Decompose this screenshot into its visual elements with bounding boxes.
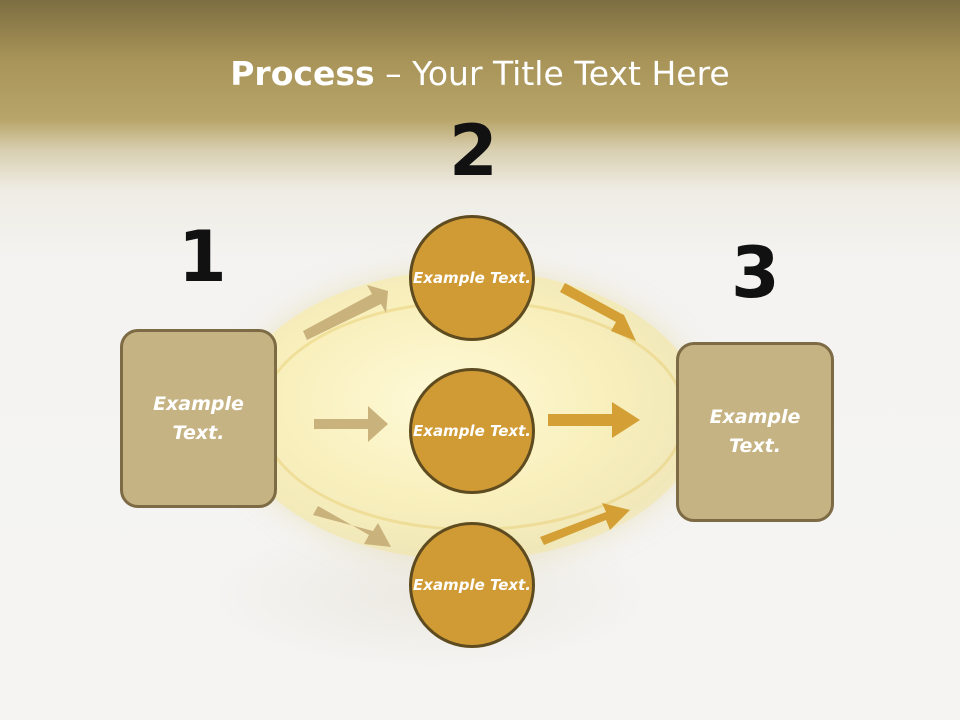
step-number-2: 2: [449, 110, 498, 192]
step-2-circle-bottom-text: Example Text.: [413, 575, 531, 594]
title-bold: Process: [230, 54, 375, 93]
slide-title: Process – Your Title Text Here: [0, 52, 960, 96]
step-2-circle-top[interactable]: Example Text.: [409, 215, 535, 341]
step-2-circle-bottom[interactable]: Example Text.: [409, 522, 535, 648]
arrow-bottom-to-3: [540, 503, 630, 545]
step-1-box[interactable]: Example Text.: [120, 329, 277, 508]
step-number-1: 1: [178, 216, 227, 298]
title-rest: – Your Title Text Here: [374, 54, 730, 93]
step-number-3: 3: [731, 232, 780, 314]
arrow-1-to-middle: [314, 406, 388, 442]
step-1-box-text: Example Text.: [153, 392, 244, 444]
arrow-1-to-top: [303, 285, 388, 340]
step-2-circle-top-text: Example Text.: [413, 268, 531, 287]
arrow-1-to-bottom: [313, 506, 391, 547]
step-2-circle-middle[interactable]: Example Text.: [409, 368, 535, 494]
arrow-top-to-3: [560, 283, 636, 341]
step-3-box-text: Example Text.: [709, 406, 801, 457]
step-3-box[interactable]: Example Text.: [676, 342, 834, 522]
arrow-middle-to-3: [548, 402, 640, 438]
step-2-circle-middle-text: Example Text.: [413, 421, 531, 440]
